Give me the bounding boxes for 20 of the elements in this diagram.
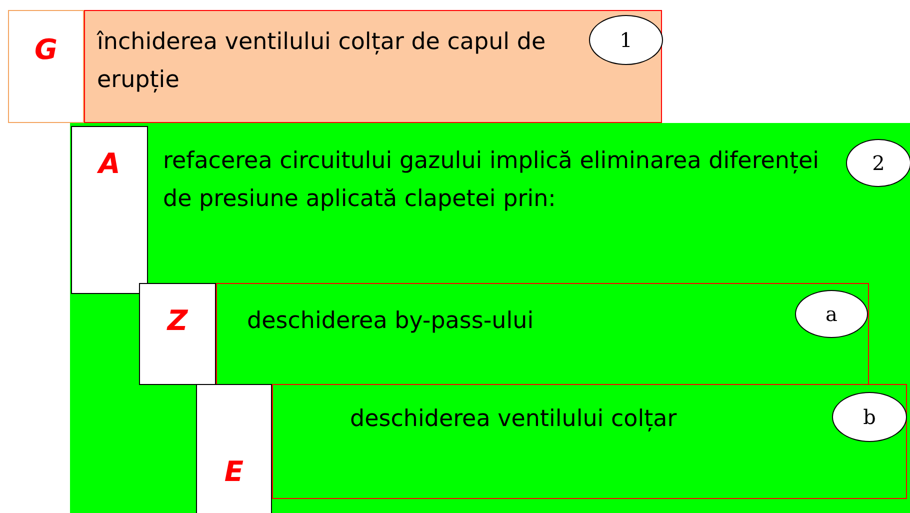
letter-box — [8, 10, 84, 123]
step-text: refacerea circuitului gazului implică eliminarea diferenței de presiune aplicată clapetei prin: — [163, 147, 820, 214]
step-box — [216, 283, 869, 385]
step-text: deschiderea by-pass-ului — [247, 307, 535, 336]
step-box — [272, 384, 907, 499]
number-oval: 2 — [846, 139, 910, 187]
step-letter: G — [34, 33, 58, 66]
letter-oval: b — [832, 392, 907, 442]
number-oval: 1 — [589, 15, 663, 65]
letter-box — [71, 126, 148, 294]
letter-box — [139, 283, 216, 385]
step-letter: Z — [166, 304, 189, 337]
letter-box — [196, 384, 272, 513]
step-text: deschiderea ventilului colțar — [350, 405, 678, 434]
step-box — [84, 10, 662, 123]
step-letter: A — [96, 147, 122, 180]
step-panel — [70, 123, 910, 513]
step-text: închiderea ventilului colțar de capul de erupție — [97, 28, 547, 95]
letter-oval: a — [795, 290, 868, 338]
step-letter: E — [223, 455, 245, 488]
